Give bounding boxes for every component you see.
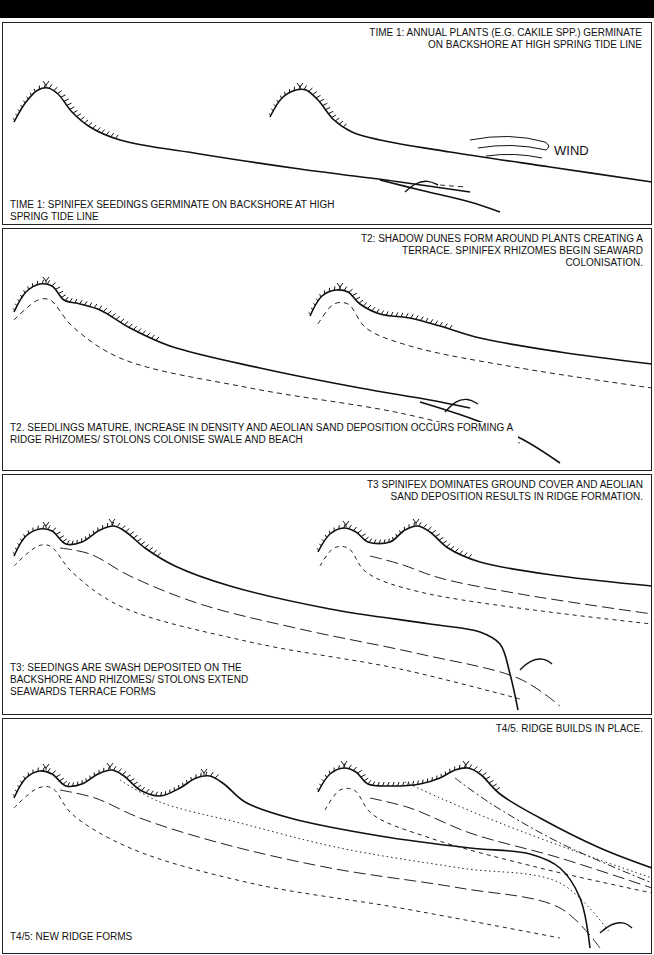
vegetation-hatch bbox=[13, 280, 159, 341]
former-surface bbox=[370, 556, 652, 614]
panel-frame bbox=[3, 229, 652, 471]
former-surface bbox=[440, 185, 466, 187]
dune-surface bbox=[318, 526, 652, 586]
wind-label: WIND bbox=[552, 143, 592, 158]
plant-tuft bbox=[343, 521, 349, 527]
plant-tuft bbox=[43, 764, 49, 770]
dune-panel bbox=[3, 719, 653, 954]
breaking-wave bbox=[520, 659, 552, 670]
plant-tuft bbox=[201, 769, 207, 775]
former-surface bbox=[14, 786, 560, 938]
vegetation-hatch bbox=[13, 84, 118, 139]
former-surface bbox=[320, 546, 652, 624]
dune-surface bbox=[270, 89, 652, 182]
panel-frame bbox=[3, 23, 652, 225]
stage-note: T2. SEEDLINGS MATURE, INCREASE IN DENSIT… bbox=[8, 422, 518, 446]
former-surface bbox=[370, 798, 652, 888]
stage-note: T4/5. RIDGE BUILDS IN PLACE. bbox=[493, 723, 645, 735]
dune-panel bbox=[3, 23, 653, 225]
plant-tuft bbox=[463, 761, 469, 767]
plant-tuft bbox=[43, 522, 49, 528]
vegetation-hatch bbox=[13, 522, 161, 556]
vegetation-hatch bbox=[317, 764, 500, 790]
plant-tuft bbox=[413, 519, 419, 525]
former-surface bbox=[405, 782, 652, 878]
plant-tuft bbox=[297, 83, 303, 89]
former-surface bbox=[325, 788, 652, 893]
plant-tuft bbox=[43, 277, 49, 283]
plant-tuft bbox=[43, 81, 49, 87]
plant-tuft bbox=[337, 283, 343, 289]
panel-frame bbox=[3, 719, 652, 954]
plant-tuft bbox=[107, 763, 113, 769]
vegetation-hatch bbox=[269, 85, 347, 127]
vegetation-hatch bbox=[317, 522, 472, 558]
plant-tuft bbox=[109, 519, 115, 525]
panel-frame bbox=[3, 475, 652, 715]
breaking-wave bbox=[445, 399, 478, 412]
dune-panel bbox=[3, 229, 653, 471]
stage-note: T2: SHADOW DUNES FORM AROUND PLANTS CREA… bbox=[340, 233, 645, 269]
stage-note: T4/5: NEW RIDGE FORMS bbox=[8, 931, 135, 943]
wind-lines bbox=[470, 136, 549, 158]
dune-surface bbox=[318, 768, 652, 868]
plant-tuft bbox=[341, 761, 347, 767]
header-bar bbox=[0, 0, 654, 18]
breaking-wave bbox=[600, 923, 632, 933]
stage-note: T3 SPINIFEX DOMINATES GROUND COVER AND A… bbox=[345, 479, 645, 503]
dune-panel bbox=[3, 475, 653, 715]
breaking-wave bbox=[405, 181, 438, 192]
vegetation-hatch bbox=[309, 286, 453, 329]
vegetation-hatch bbox=[13, 766, 219, 796]
former-surface bbox=[318, 302, 652, 388]
dune-surface bbox=[380, 180, 500, 212]
stage-note: T3: SEEDINGS ARE SWASH DEPOSITED ON THE … bbox=[8, 662, 308, 698]
dune-surface bbox=[14, 88, 470, 192]
stage-note: TIME 1: ANNUAL PLANTS (E.G. CAKILE SPP.)… bbox=[352, 27, 644, 51]
dune-surface bbox=[14, 284, 470, 408]
former-surface bbox=[60, 790, 600, 948]
stage-note: TIME 1: SPINIFEX SEEDINGS GERMINATE ON B… bbox=[8, 199, 343, 223]
former-surface bbox=[455, 778, 652, 883]
